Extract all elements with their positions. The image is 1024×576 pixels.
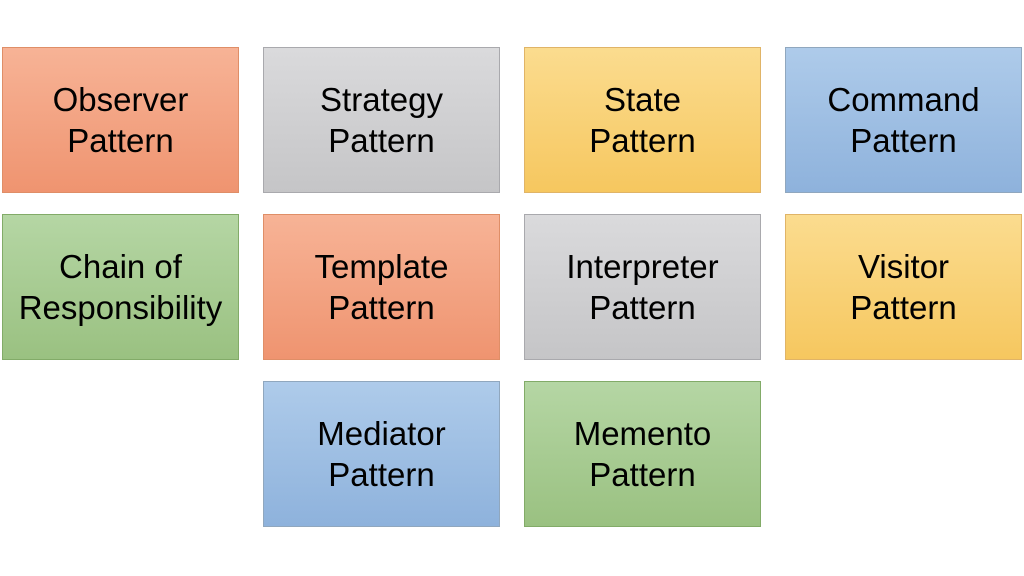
box-mediator-pattern: Mediator Pattern <box>263 381 500 527</box>
box-interpreter-pattern: Interpreter Pattern <box>524 214 761 360</box>
box-template-pattern-label: Template Pattern <box>314 248 449 326</box>
box-memento-pattern-label: Memento Pattern <box>573 415 712 493</box>
box-interpreter-pattern-label: Interpreter Pattern <box>566 248 719 326</box>
box-command-pattern-label: Command Pattern <box>827 81 980 159</box>
box-strategy-pattern: Strategy Pattern <box>263 47 500 193</box>
box-memento-pattern: Memento Pattern <box>524 381 761 527</box>
box-visitor-pattern: Visitor Pattern <box>785 214 1022 360</box>
box-command-pattern: Command Pattern <box>785 47 1022 193</box>
box-template-pattern: Template Pattern <box>263 214 500 360</box>
box-strategy-pattern-label: Strategy Pattern <box>320 81 443 159</box>
box-chain-of-responsibility-label: Chain of Responsibility <box>18 248 223 326</box>
box-state-pattern: State Pattern <box>524 47 761 193</box>
box-chain-of-responsibility: Chain of Responsibility <box>2 214 239 360</box>
box-visitor-pattern-label: Visitor Pattern <box>850 248 957 326</box>
box-state-pattern-label: State Pattern <box>589 81 696 159</box>
box-observer-pattern: Observer Pattern <box>2 47 239 193</box>
box-observer-pattern-label: Observer Pattern <box>52 81 189 159</box>
box-mediator-pattern-label: Mediator Pattern <box>317 415 446 493</box>
